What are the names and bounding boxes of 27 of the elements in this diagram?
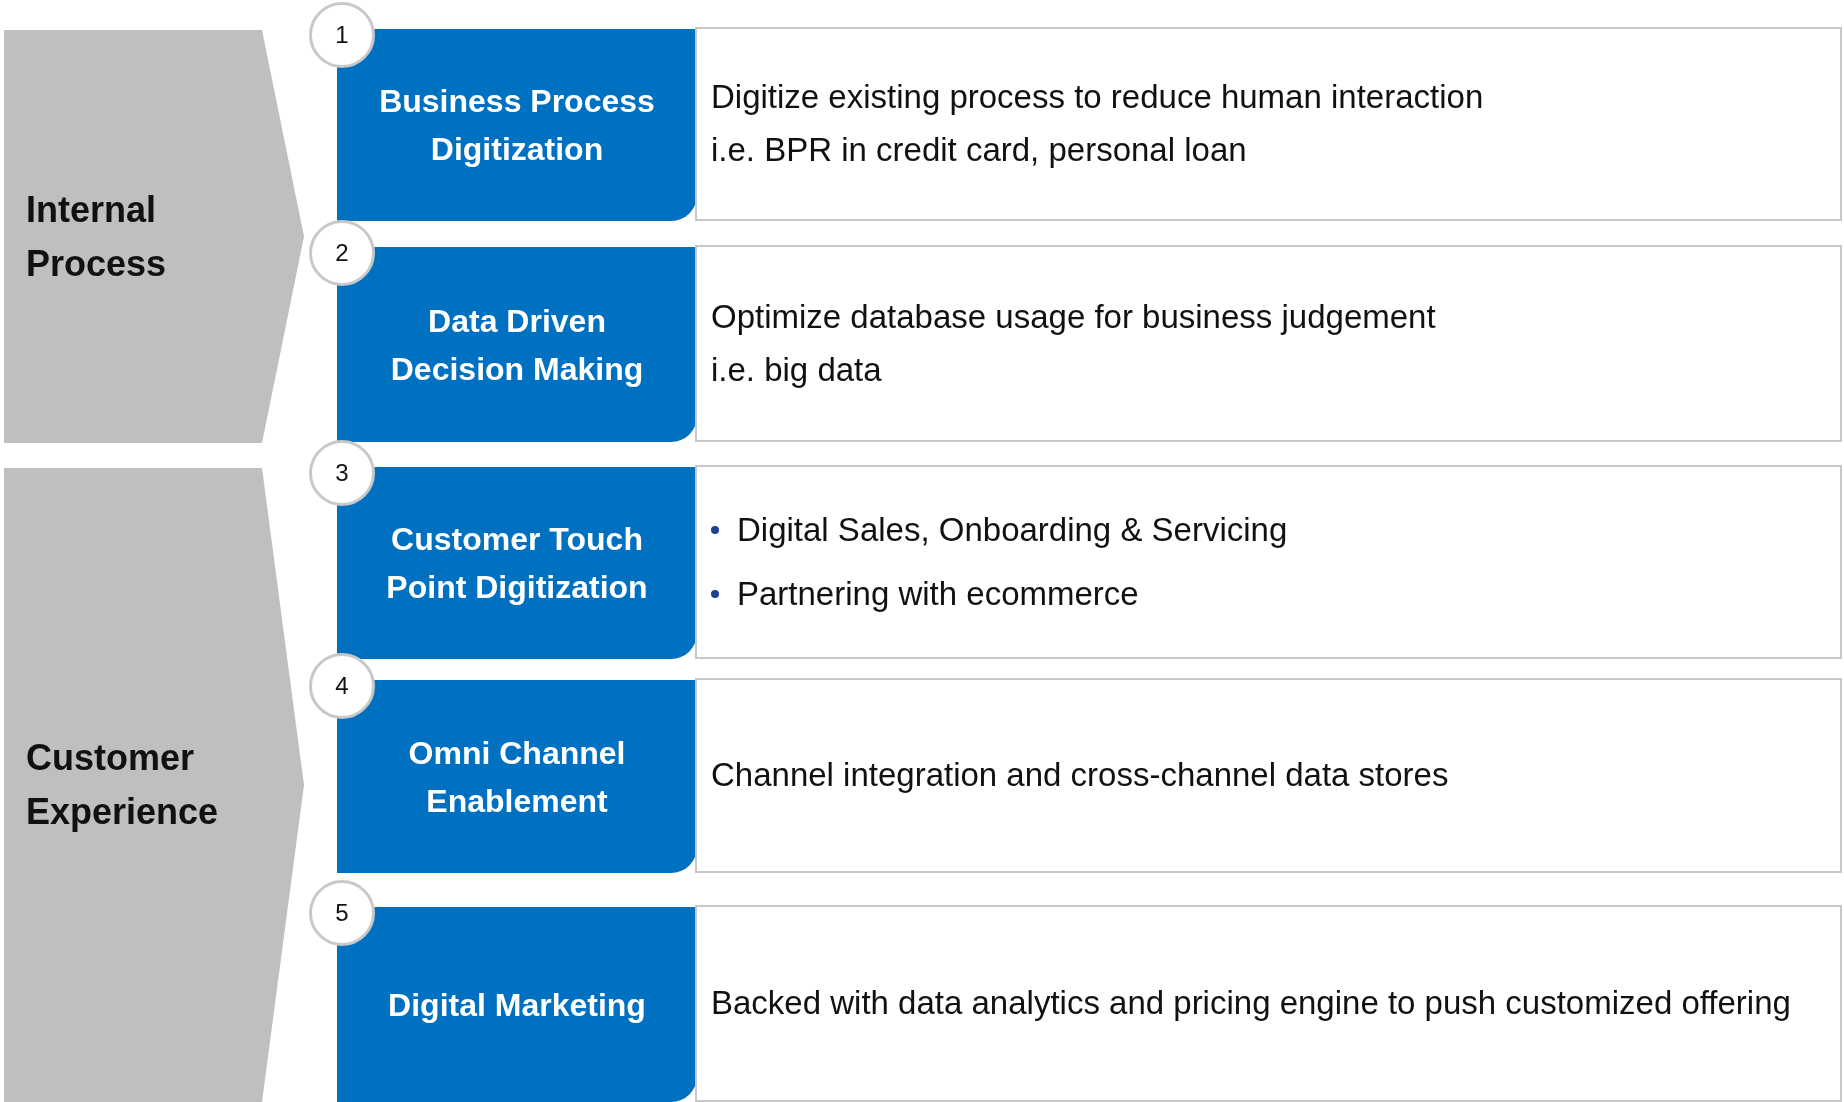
step-title: Customer Touch Point Digitization xyxy=(385,520,649,607)
step-number-circle: 3 xyxy=(309,440,375,506)
description-box xyxy=(695,678,1842,873)
band-title: Customer Experience xyxy=(26,736,220,834)
bullet-item: Partnering with ecommerce xyxy=(737,574,1139,614)
description-text: Channel integration and cross-channel data stores xyxy=(711,755,1450,796)
step-title: Omni Channel Enablement xyxy=(407,733,627,821)
step-title: Data Driven Decision Making xyxy=(389,301,645,389)
chevron-band xyxy=(4,468,304,1102)
band-title: Internal Process xyxy=(26,187,168,286)
description-text: i.e. big data xyxy=(711,349,883,390)
description-box xyxy=(695,465,1842,659)
bullet-item: Digital Sales, Onboarding & Servicing xyxy=(737,510,1288,551)
chevron-band xyxy=(4,30,304,443)
step-number-circle: 5 xyxy=(309,880,375,946)
step-number-circle: 2 xyxy=(309,220,375,286)
step-title: Digital Marketing xyxy=(388,985,646,1025)
description-text: Backed with data analytics and pricing engine to push customized offering xyxy=(711,983,1792,1024)
description-text: i.e. BPR in credit card, personal loan xyxy=(711,130,1248,170)
description-text: Optimize database usage for business judgement xyxy=(711,296,1437,337)
step-title: Business Process Digitization xyxy=(378,82,656,169)
description-box xyxy=(695,905,1842,1102)
description-box xyxy=(695,27,1842,221)
step-number-circle: 4 xyxy=(309,653,375,719)
description-text: Digitize existing process to reduce human interaction xyxy=(711,77,1485,118)
description-box xyxy=(695,245,1842,442)
step-number-circle: 1 xyxy=(309,2,375,68)
